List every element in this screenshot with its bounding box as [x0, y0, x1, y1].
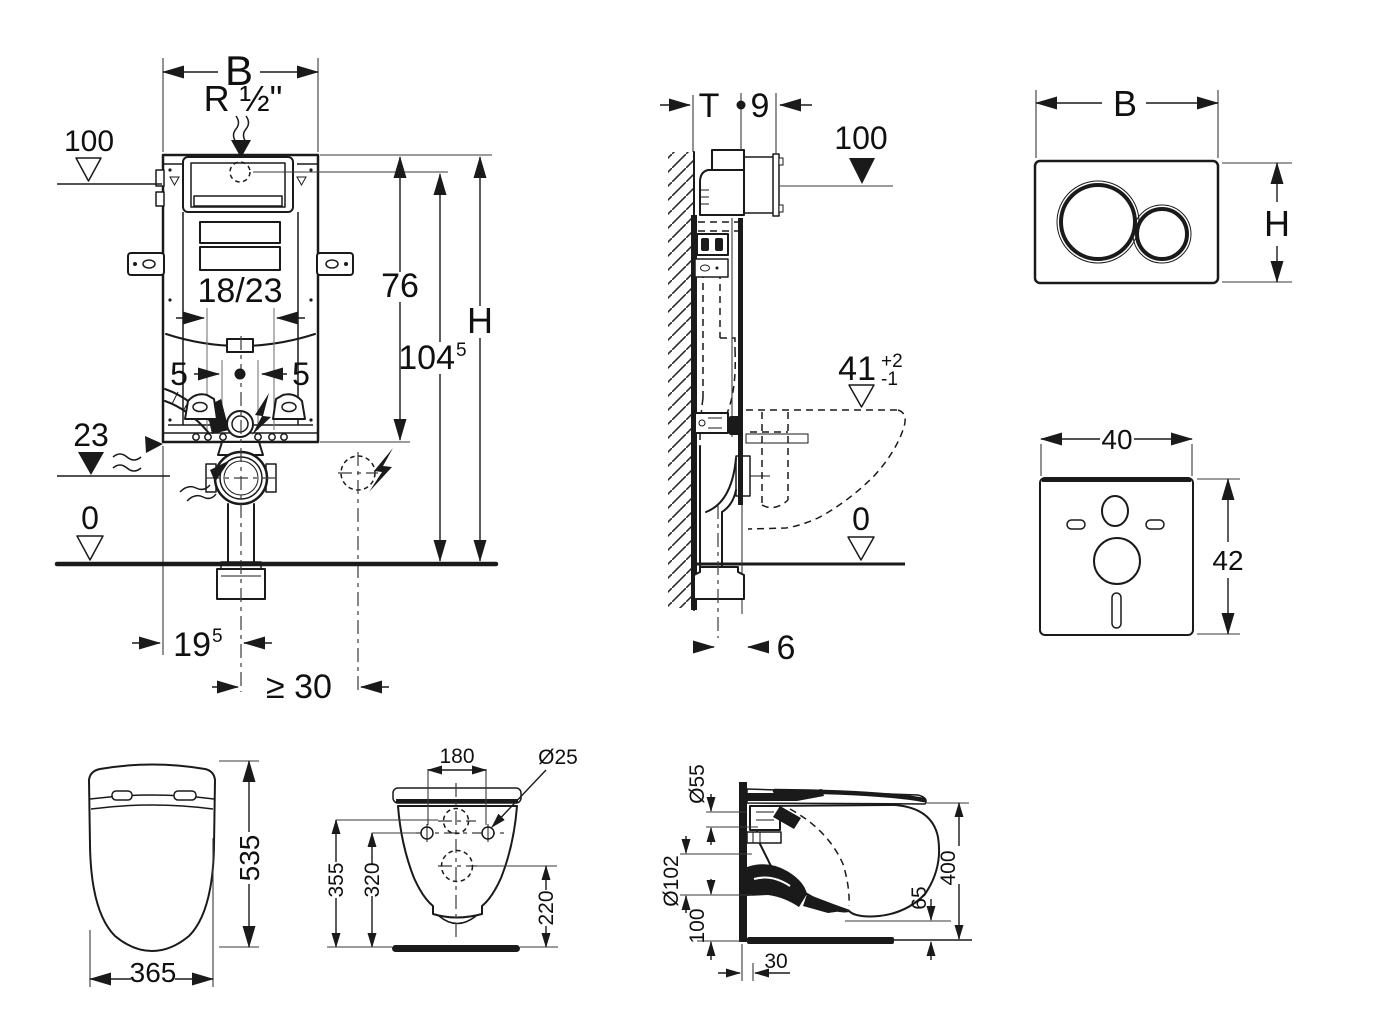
mat-height-label: 42: [1212, 545, 1243, 576]
dim-ge30-label: ≥ 30: [266, 668, 332, 706]
dim-5-left-label: 5: [170, 356, 188, 392]
plate-height-label: H: [1264, 203, 1290, 244]
floor-bar: [747, 937, 894, 944]
electrical-connection: [338, 448, 393, 692]
dim-220-label: 220: [535, 890, 558, 925]
wall-bar: [739, 782, 747, 942]
access-panel-lower: [199, 246, 281, 271]
dim-76-label: 76: [381, 267, 419, 305]
dim-H-label: H: [467, 300, 493, 341]
level-triangle-filled: [849, 158, 875, 184]
bowl-side-view: Ø55 Ø102 100 65 400 30: [660, 764, 972, 981]
level-triangle-open: [75, 157, 102, 182]
dim-41-label: 41: [838, 350, 876, 388]
flush-plate-outline: [1033, 159, 1220, 285]
wc-pan-dashed-outline: [746, 409, 906, 530]
water-connection-label: R ½": [204, 78, 283, 119]
plate-width-label: B: [1113, 83, 1137, 124]
dim-195-label: 19: [173, 626, 211, 664]
sound-insulation-mat-view: 40 42: [1039, 424, 1244, 636]
level-triangle-open: [847, 536, 875, 561]
dim-355-label: 355: [325, 862, 348, 897]
fixing-rod: [745, 433, 809, 444]
dim-100-label: 100: [686, 908, 709, 943]
dim-30-label: 30: [764, 950, 787, 973]
mat-hole-top: [1101, 495, 1129, 527]
wall-hatching: [668, 152, 694, 608]
access-panel-upper: [199, 221, 281, 244]
dim-320-label: 320: [361, 862, 384, 897]
flush-bend: [226, 410, 254, 438]
bowl-rear-view: 180 Ø25 355 320 220: [325, 745, 578, 952]
dim-T-label: T: [699, 87, 720, 125]
level-100-label: 100: [64, 125, 114, 158]
mat-slot-bottom: [1111, 592, 1122, 629]
level-100-label: 100: [834, 120, 887, 156]
flush-connection-circle: [442, 807, 470, 835]
wall-face: [691, 215, 697, 610]
bowl-rear-outline: [397, 805, 518, 919]
outlet-connection-circle: [440, 849, 474, 883]
mat-slot-left: [1066, 519, 1086, 530]
seat-top-view: 535 365: [88, 760, 265, 988]
level-triangle-open: [848, 384, 875, 408]
small-flush-button: [1132, 204, 1192, 264]
seat-length-label: 535: [234, 835, 265, 882]
mat-width-label: 40: [1101, 424, 1132, 455]
drain-connection: [205, 441, 277, 600]
hole-spacing-label: 180: [439, 745, 474, 768]
flush-plate-view: B H: [1033, 83, 1292, 285]
lightning-bolt-icon: [369, 448, 393, 492]
water-supply-port: [229, 161, 251, 183]
level-23-label: 23: [73, 417, 109, 453]
outlet-pipe-diameter-label: Ø102: [660, 855, 683, 906]
dim-5-right-label: 5: [292, 356, 310, 392]
lightning-bolt-icon: [252, 393, 271, 435]
drain-elbow-pipe: [693, 445, 745, 600]
dim-1823-label: 18/23: [197, 272, 282, 310]
dim-6-label: 6: [777, 629, 796, 667]
front-view-cistern-frame: B R ½" 100 76 104 5 H 18/23 5 5 23 0 19 …: [54, 47, 499, 706]
dim-195-superscript: 5: [212, 626, 223, 647]
level-triangle-open: [76, 535, 104, 561]
frame-front-rail: [738, 218, 743, 505]
dim-1045-superscript: 5: [456, 340, 467, 361]
dim-9-label: 9: [751, 87, 770, 125]
level-triangle-filled: [78, 452, 104, 475]
side-view-installation: T 9 100 41 +2 -1 0 6: [660, 87, 906, 667]
water-inlet-arrow-lower: [179, 460, 230, 502]
wall-bracket-left: [127, 252, 165, 276]
hole-diameter-label: Ø25: [538, 746, 578, 769]
dim-41-tolerance-minus: -1: [881, 369, 898, 390]
flush-pipe-diameter-label: Ø55: [686, 764, 709, 804]
dim-1045-label: 104: [398, 339, 455, 377]
mat-hole-center: [1093, 537, 1141, 585]
level-0-label: 0: [852, 501, 870, 537]
water-inlet-arrow-left: [112, 436, 163, 472]
dim-65-label: 65: [908, 886, 931, 909]
water-connector-fitting: [699, 149, 784, 217]
seat-lid-outline: [88, 763, 216, 952]
level-0-label: 0: [81, 500, 99, 536]
mat-slot-right: [1145, 519, 1165, 530]
hinge-right: [173, 790, 197, 801]
cistern-service-opening: [169, 156, 307, 213]
wall-bracket-right: [316, 252, 354, 276]
seat-width-label: 365: [130, 957, 177, 988]
dim-frame-width-label: B: [225, 47, 253, 94]
outlet-elbow: [747, 864, 807, 907]
dim-41-tolerance-plus: +2: [881, 351, 903, 372]
dim-400-label: 400: [937, 850, 960, 885]
hinge-left: [111, 790, 133, 801]
supply-arrow-down: [231, 140, 251, 158]
